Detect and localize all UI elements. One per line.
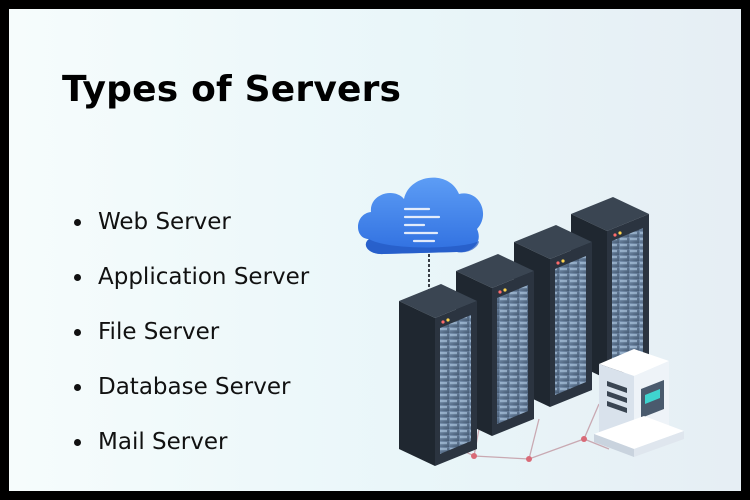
list-item-file-server: File Server bbox=[74, 309, 309, 364]
list-item-web-server: Web Server bbox=[74, 199, 309, 254]
page-title: Types of Servers bbox=[62, 69, 402, 110]
server-rack-icon bbox=[399, 197, 649, 466]
cloud-icon bbox=[357, 177, 484, 299]
list-item-mail-server: Mail Server bbox=[74, 419, 309, 474]
server-types-list: Web Server Application Server File Serve… bbox=[74, 199, 309, 474]
servers-illustration bbox=[357, 177, 684, 466]
list-item-application-server: Application Server bbox=[74, 254, 309, 309]
list-item-database-server: Database Server bbox=[74, 364, 309, 419]
terminal-workstation-icon bbox=[594, 349, 684, 457]
